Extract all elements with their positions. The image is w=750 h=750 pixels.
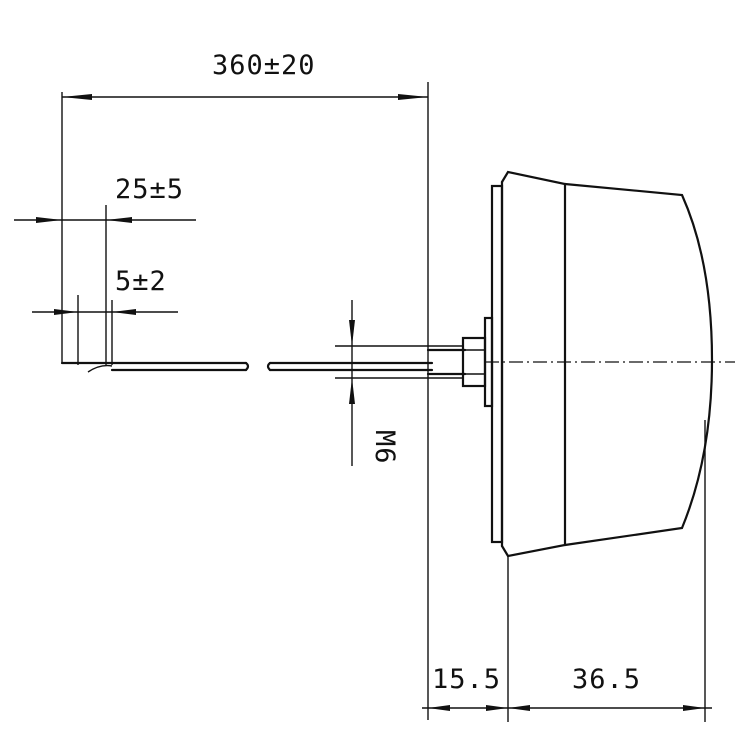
- body-depth-label: 36.5: [572, 664, 641, 695]
- inner-strip-dimension: 5±2: [32, 266, 178, 365]
- overall-length-label: 360±20: [212, 50, 316, 81]
- strip-length-dimension: 25±5: [14, 174, 196, 365]
- threaded-stud: [426, 316, 494, 408]
- flange-depth-label: 15.5: [432, 664, 501, 695]
- thread-label: M6: [369, 430, 400, 465]
- depth-dimensions: 15.5 36.5: [422, 420, 712, 722]
- thread-dimension: M6: [335, 300, 462, 466]
- overall-length-dimension: 360±20: [61, 50, 429, 720]
- strip-length-label: 25±5: [115, 174, 184, 205]
- inner-strip-label: 5±2: [115, 266, 167, 297]
- lamp-housing: [490, 170, 714, 558]
- cable: [60, 361, 434, 373]
